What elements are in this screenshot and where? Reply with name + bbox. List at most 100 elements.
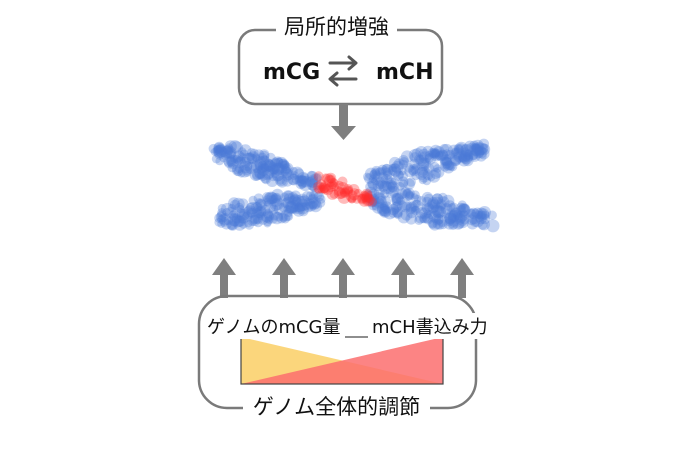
chromatin-dot [456,205,467,216]
chromatin-dot [453,143,464,153]
chromatin-dot [252,154,261,163]
chromatin-dot [471,143,481,153]
chromatin-dot [236,209,249,221]
chromatin-dot [325,181,336,193]
chromatin-dot [429,219,441,231]
chromatin-dot [409,152,421,163]
chromatin-dot [462,151,474,163]
chromatin-dot [284,208,293,218]
chromatin-dot [342,185,354,197]
chromatin-dot [422,145,434,157]
chromatin-dot [372,192,385,204]
chromatin-dot [425,210,435,220]
chromatin-dot [289,202,301,215]
chromatin-dot [270,163,279,173]
chromatin-dot [289,194,300,205]
chromatin-dot [389,156,401,169]
chromatin-dot [270,157,281,167]
chromatin-dot [230,154,239,163]
chromatin-dot [266,192,279,205]
chromatin-dot [379,181,393,195]
chromatin-dot [308,194,317,204]
chromatin-dot [217,203,227,213]
chromatin-dot [430,204,439,213]
chromatin-dot [486,219,500,233]
chromatin-dot [252,171,262,181]
chromatin-dot [388,207,399,218]
chromatin-dot [385,186,398,199]
chromatin-dot [441,157,453,169]
chromatin-dot [232,164,243,175]
chromatin-dot [467,208,477,219]
chromatin-dot [472,146,485,159]
chromatin-dot [245,152,255,162]
chromatin-dot [239,160,253,174]
chromatin-dot [285,200,299,213]
chromatin-dot [365,181,377,193]
chromatin-dot [324,175,336,188]
chromatin-dot [444,212,456,225]
chromatin-dot [405,201,418,213]
chromatin-dot [439,154,452,167]
chromatin-dot [280,213,291,224]
chromatin-dot [385,175,394,184]
chromatin-dot [367,197,378,207]
chromatin-dot [326,174,336,184]
chromatin-dot [391,205,400,215]
chromatin-dot [388,163,402,177]
chromatin-dot [392,208,403,218]
chromatin-dot [271,163,285,176]
chromatin-dot [448,209,460,222]
chromatin-dot [258,155,270,166]
chromatin-dot [466,208,476,218]
chromatin-dot [268,213,278,224]
chromatin-dot [254,156,267,169]
chromatin-dot [280,192,290,202]
chromatin-dot [459,149,472,162]
chromatin-dot [390,166,402,178]
chromatin-dot [421,202,432,214]
chromatin-dot [383,206,397,220]
chromatin-dot [422,213,434,225]
chromatin-dot [413,194,422,203]
chromatin-dot [427,148,438,158]
chromatin-dot [281,190,295,204]
chromatin-dot [433,214,444,225]
chromatin-dot [457,203,470,217]
chromatin-dot [263,197,272,207]
chromatin-dot [226,156,236,167]
chromatin-dot [232,155,242,164]
chromatin-dot [472,142,481,151]
chromatin-dot [298,195,311,207]
chromatin-dot [219,153,228,163]
chromatin-dot [382,167,392,177]
chromatin-dot [283,205,292,214]
chromatin-dot [223,215,233,226]
chromatin-dot [454,214,463,223]
chromatin-dot [478,218,490,231]
chromatin-dot [414,211,427,224]
mch-label: mCH [376,60,434,85]
chromatin-dot [443,218,456,230]
chromatin-dot [260,163,270,172]
chromatin-dot [242,160,253,172]
chromatin-dot [307,178,318,188]
chromatin-dot [208,143,219,154]
chromatin-dot [381,166,391,176]
chromatin-dot [227,213,241,227]
chromatin-dot [296,198,309,211]
chromatin-dot [466,143,476,152]
chromatin-dot [347,194,357,204]
chromatin-dot [396,200,408,212]
chromatin-dot [236,155,246,165]
chromatin-dot [264,191,278,205]
chromatin-dot [242,206,256,219]
chromatin-dot [405,206,418,219]
chromatin-dot [478,138,490,150]
chromatin-dot [469,151,479,161]
chromatin-dot [260,163,270,172]
chromatin-dot [269,198,283,211]
chromatin-dot [448,218,459,229]
chromatin-dot [371,201,385,214]
chromatin-dot [223,144,234,155]
